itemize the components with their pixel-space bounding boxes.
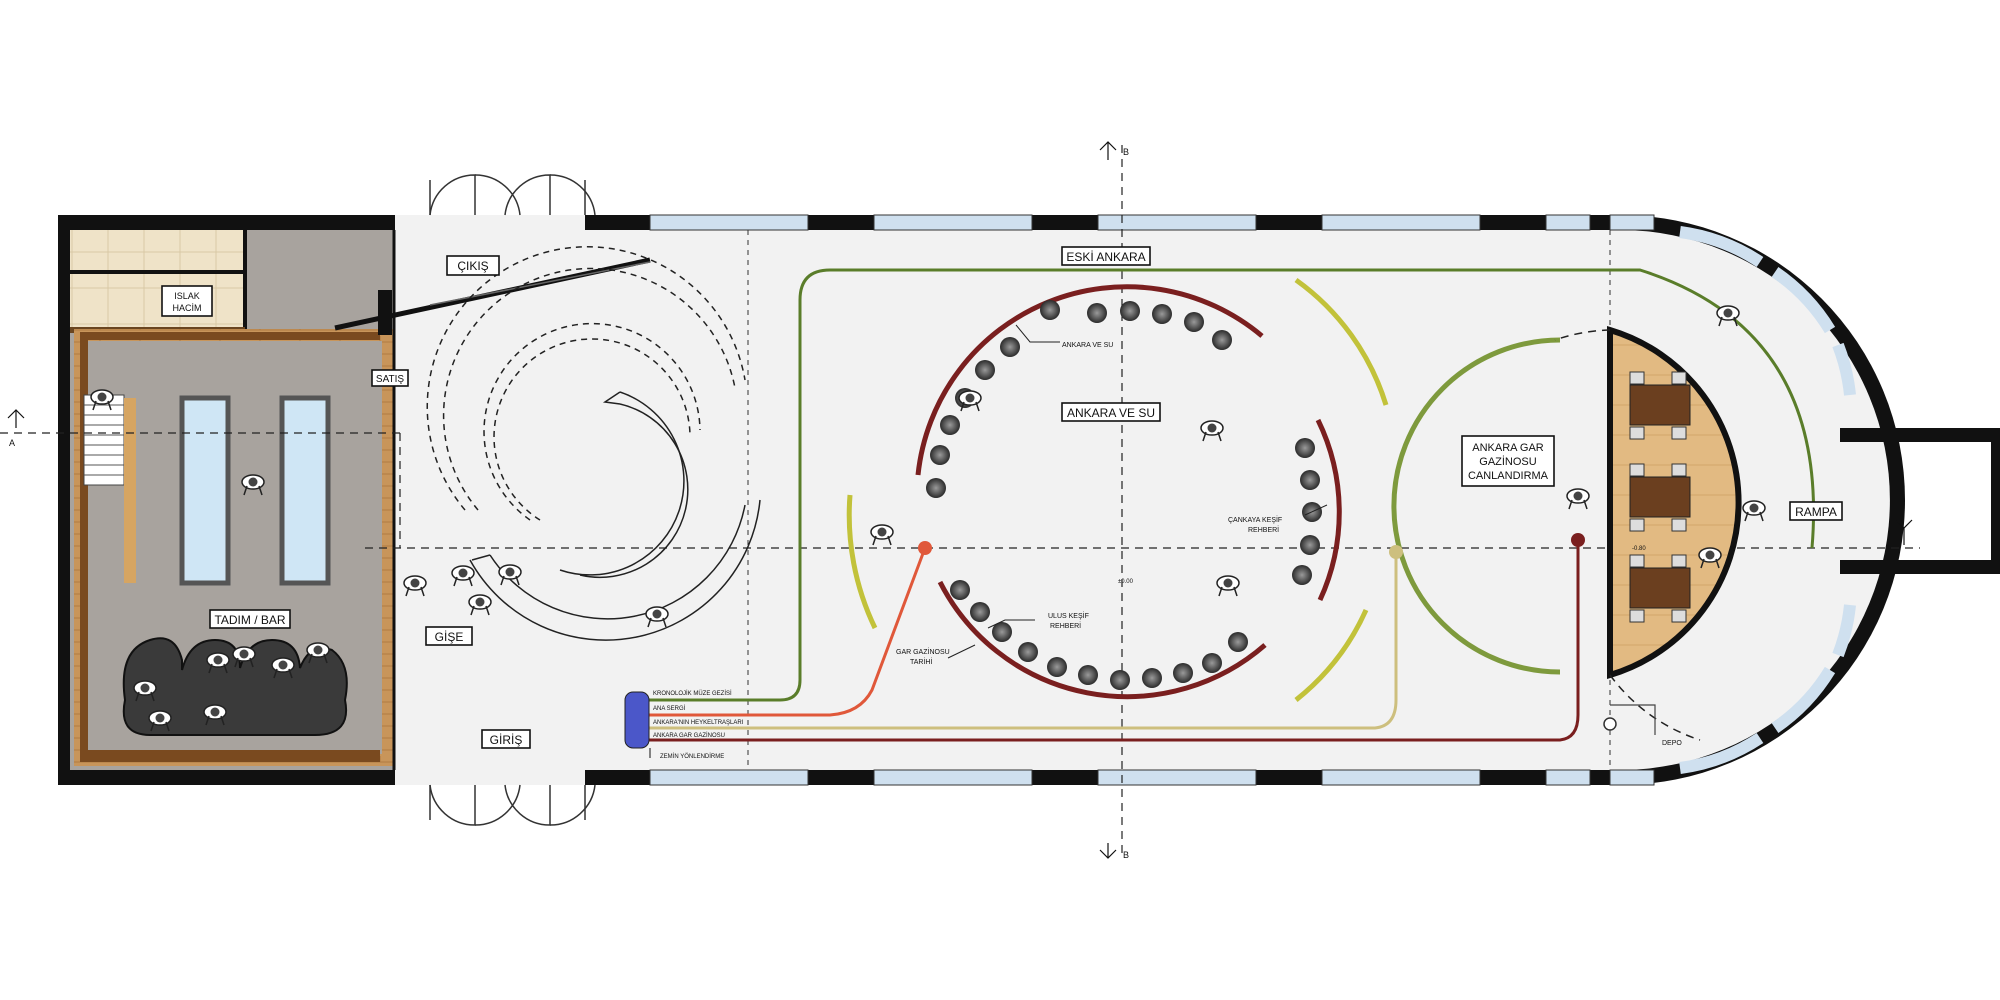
section-a-label: A (9, 438, 15, 448)
label-old-ankara: ESKİ ANKARA (1066, 250, 1145, 264)
display-case-right (279, 395, 331, 586)
label-ramp: RAMPA (1795, 505, 1837, 519)
label-gar-history-2: TARİHİ (910, 657, 932, 666)
room-labels: ÇIKIŞ ISLAK HACİM SATIŞ TADIM / BAR GİŞE… (9, 147, 1843, 860)
label-wet-area: ISLAK (174, 291, 200, 301)
section-b-label-top: B (1123, 147, 1129, 157)
label-cankaya-guide: ÇANKAYA KEŞİF (1228, 515, 1282, 524)
label-box (1461, 435, 1555, 487)
entrance-doors (395, 770, 596, 826)
label-ankara-and-water: ANKARA VE SU (1067, 406, 1155, 420)
label-box (1061, 246, 1151, 266)
label-entrance: GİRİŞ (490, 733, 523, 747)
partitions (334, 257, 651, 335)
label-box (161, 285, 213, 317)
staircase (83, 394, 136, 583)
label-gar-reenactment-3: CANLANDIRMA (1468, 470, 1549, 482)
section-markers (7, 141, 1913, 859)
label-wet-area-2: HACİM (173, 303, 202, 313)
label-gar-history: GAR GAZİNOSU (896, 647, 950, 656)
label-storage: DEPO (1662, 740, 1682, 747)
spiral-exhibit (426, 246, 761, 641)
legend-item-main-exhibit: ANA SERGİ (653, 705, 686, 712)
label-box (425, 626, 473, 646)
label-box (371, 369, 409, 387)
label-gar-reenactment: ANKARA GAR (1472, 442, 1544, 454)
route-nodes (918, 533, 1585, 559)
route-lines (624, 268, 1816, 758)
legend-item-gar-gazinosu: ANKARA GAR GAZİNOSU (653, 732, 725, 739)
label-ulus-guide-2: REHBERİ (1050, 621, 1081, 630)
route-legend: KRONOLOJİK MÜZE GEZİSİ ANA SERGİ ANKARA'… (653, 690, 744, 760)
wet-area-floor (70, 230, 245, 330)
label-box (481, 729, 531, 749)
label-gar-reenactment-2: GAZİNOSU (1479, 455, 1537, 468)
legend-marker (624, 691, 650, 749)
label-cankaya-guide-2: REHBERİ (1248, 525, 1279, 534)
legend-item-sculptors: ANKARA'NIN HEYKELTRAŞLARI (653, 720, 744, 726)
label-ankara-and-water-small: ANKARA VE SU (1062, 342, 1113, 349)
label-sales: SATIŞ (376, 374, 404, 385)
level-mark-2: -0.80 (1632, 546, 1646, 552)
pillar-ring (926, 300, 1322, 690)
label-box (446, 255, 500, 276)
legend-item-chronological: KRONOLOJİK MÜZE GEZİSİ (653, 690, 732, 697)
label-box (1789, 501, 1843, 521)
label-box (1061, 402, 1161, 422)
label-ulus-guide: ULUS KEŞİF (1048, 611, 1089, 620)
legend-item-floor-guidance: ZEMİN YÖNLENDİRME (660, 753, 724, 760)
exit-doors (395, 174, 596, 230)
level-mark: ±0.00 (1118, 579, 1134, 585)
label-exit: ÇIKIŞ (457, 259, 488, 273)
gar-gazinosu-area (1391, 325, 1742, 741)
main-circle-exhibit (846, 277, 1389, 702)
leader-lines (947, 324, 1328, 659)
section-b-label-bottom: B (1123, 850, 1129, 860)
windows (649, 214, 1856, 786)
label-box (209, 609, 291, 629)
display-case-left (179, 395, 231, 586)
left-service-block (70, 230, 396, 770)
label-ticket-office: GİŞE (435, 630, 464, 644)
label-tasting-bar: TADIM / BAR (214, 613, 285, 627)
